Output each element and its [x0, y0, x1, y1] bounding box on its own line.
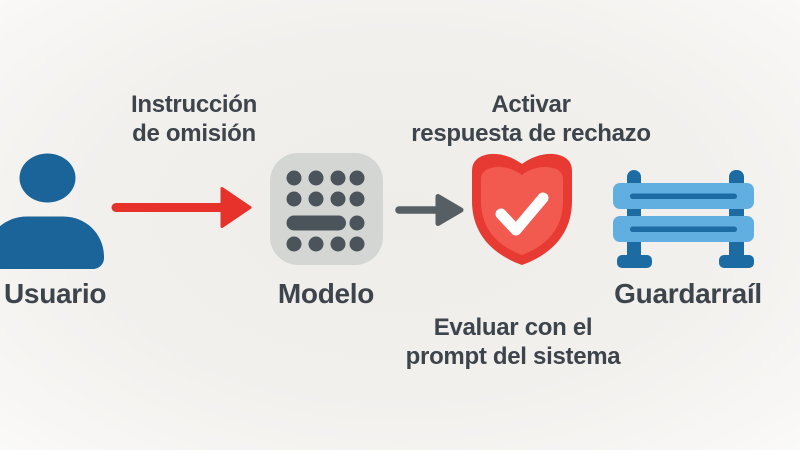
model-grid-icon [270, 153, 383, 265]
instruction-label: Instrucción de omisión [74, 90, 314, 148]
instruction-label-line1: Instrucción [130, 91, 258, 118]
shield-check-icon [472, 153, 572, 265]
guardrail-fence-icon [613, 170, 754, 268]
activate-label-line2: respuesta de rechazo [411, 120, 651, 147]
user-icon [0, 153, 104, 269]
evaluate-caption-line2: prompt del sistema [405, 343, 621, 370]
activate-label-line1: Activar [491, 91, 571, 118]
activate-label: Activar respuesta de rechazo [371, 90, 691, 148]
evaluate-caption: Evaluar con el prompt del sistema [363, 313, 663, 371]
evaluate-caption-line1: Evaluar con el [433, 314, 593, 341]
guardrail-label: Guardarraíl [614, 278, 762, 309]
model-label: Modelo [277, 278, 375, 309]
instruction-label-line2: de omisión [132, 120, 256, 147]
red-arrow-icon [111, 187, 252, 228]
gray-arrow-icon [395, 194, 464, 226]
user-label: Usuario [4, 278, 107, 309]
